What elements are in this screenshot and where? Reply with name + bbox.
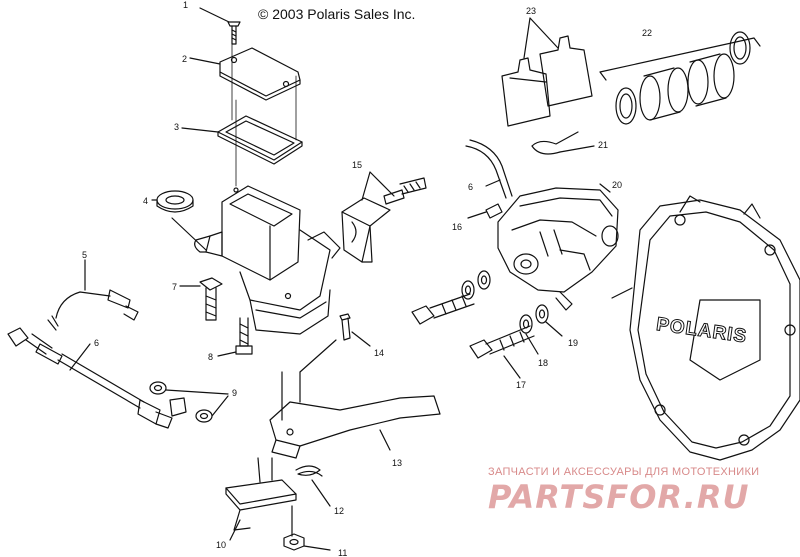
callout-8: 8 — [208, 352, 213, 362]
part-17-bolt — [469, 325, 535, 379]
callout-13: 13 — [392, 458, 402, 468]
part-6-hose-right — [465, 139, 513, 199]
callout-12: 12 — [334, 506, 344, 516]
callout-9: 9 — [232, 388, 237, 398]
callout-11: 11 — [338, 548, 347, 557]
part-11-nut — [283, 505, 331, 551]
part-4-cap — [151, 190, 194, 213]
callout-4: 4 — [143, 196, 148, 206]
callout-14: 14 — [374, 348, 384, 358]
part-9-washers — [149, 381, 229, 423]
callout-6a: 6 — [94, 338, 99, 348]
copyright-text: © 2003 Polaris Sales Inc. — [258, 6, 416, 22]
callout-16: 16 — [452, 222, 462, 232]
callout-18: 18 — [538, 358, 548, 368]
part-23-pads — [501, 17, 593, 127]
part-21-clip — [531, 131, 595, 155]
callout-22: 22 — [642, 28, 652, 38]
part-16-bleeder — [467, 203, 503, 219]
part-7-bolt — [179, 277, 223, 321]
part-3-gasket — [181, 115, 303, 165]
part-1-screw — [199, 7, 241, 45]
part-13-lever — [269, 371, 441, 459]
callout-20: 20 — [612, 180, 622, 190]
callout-15: 15 — [352, 160, 362, 170]
callout-2: 2 — [182, 54, 187, 64]
callout-3: 3 — [174, 122, 179, 132]
part-6-hose — [7, 327, 173, 429]
part-18-19-washers — [519, 304, 563, 355]
callout-5: 5 — [82, 250, 87, 260]
part-22-pistons — [599, 31, 761, 125]
watermark-subtitle: ЗАПЧАСТИ И АКСЕССУАРЫ ДЛЯ МОТОТЕХНИКИ — [488, 466, 760, 478]
callout-23: 23 — [526, 6, 536, 16]
part-14-pin — [299, 313, 371, 373]
callouts: 1 2 3 4 5 6 6 7 8 9 10 11 12 13 14 15 16… — [82, 0, 652, 557]
part-bolt-upper — [411, 293, 475, 325]
callout-21: 21 — [598, 140, 608, 150]
callout-1: 1 — [183, 0, 188, 10]
callout-17: 17 — [516, 380, 526, 390]
part-5-switch — [47, 259, 139, 331]
part-2-cover — [189, 47, 301, 101]
callout-10: 10 — [216, 540, 226, 550]
part-12-spring — [295, 465, 331, 507]
brand-text: POLARIS — [655, 314, 748, 348]
watermark-site: PARTSFOR.RU — [488, 478, 750, 516]
brake-housing — [611, 195, 800, 461]
part-10-bracket — [225, 457, 297, 541]
part-15-clamp — [341, 171, 427, 263]
part-8-bolt — [217, 317, 253, 357]
callout-7: 7 — [172, 282, 177, 292]
part-20-caliper — [497, 183, 619, 311]
leader-lines — [231, 43, 297, 187]
callout-6b: 6 — [468, 182, 473, 192]
master-cylinder-body — [171, 185, 341, 335]
callout-19: 19 — [568, 338, 578, 348]
caliper-washers-upper — [461, 270, 491, 300]
